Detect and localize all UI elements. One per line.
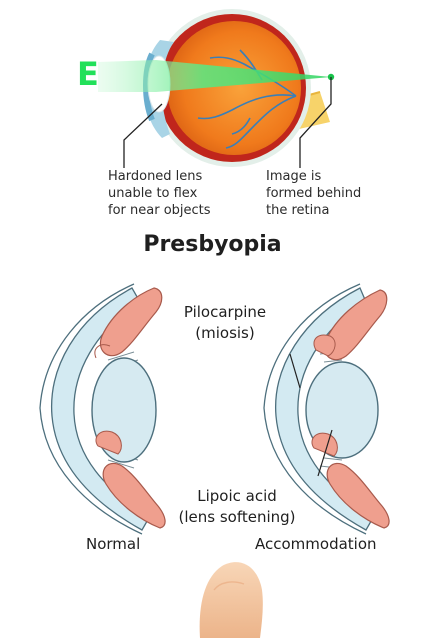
light-beam bbox=[98, 60, 331, 92]
hardened-lens-label-line-1: Hardoned lens bbox=[108, 169, 203, 184]
normal-cornea bbox=[50, 287, 151, 531]
image-behind-retina-label: Image is formed behind the retina bbox=[266, 168, 361, 219]
lipoic-acid-mechanism: (lens softening) bbox=[178, 508, 296, 526]
fingernail-edge bbox=[213, 581, 245, 591]
accommodation-ciliary-muscle-lower bbox=[326, 462, 390, 529]
retinal-vessels bbox=[197, 49, 297, 149]
image-label-line-3: the retina bbox=[266, 203, 330, 218]
page-title: Presbyopia bbox=[143, 232, 282, 257]
lipoic-acid-label: Lipoic acid (lens softening) bbox=[172, 486, 302, 528]
accommodation-iris-upper bbox=[313, 334, 336, 357]
image-label-line-2: formed behind bbox=[266, 186, 362, 201]
accommodation-ciliary-muscle-upper bbox=[323, 289, 388, 361]
normal-cornea-outer-lower bbox=[39, 407, 143, 535]
hardened-lens-label: Hardoned lens unable to flex for near ob… bbox=[108, 168, 211, 219]
normal-ciliary-muscle-lower bbox=[102, 462, 166, 529]
vitreous-body bbox=[167, 21, 301, 155]
normal-iris-lower bbox=[95, 430, 122, 455]
hardened-lens-label-line-2: unable to flex bbox=[108, 186, 198, 201]
lipoic-acid-pointer bbox=[317, 429, 333, 477]
lens-pointer-line bbox=[123, 103, 163, 168]
image-pointer-line bbox=[299, 77, 332, 168]
accommodation-cornea-outer-lower bbox=[263, 407, 367, 535]
eye-chart-letter-text: E bbox=[77, 55, 99, 93]
accommodation-cornea bbox=[275, 287, 375, 531]
accommodation-caption: Accommodation bbox=[255, 535, 377, 553]
fingertip bbox=[199, 562, 263, 638]
pilocarpine-name: Pilocarpine bbox=[183, 303, 267, 321]
pilocarpine-pointer bbox=[289, 353, 301, 389]
accommodation-iris-lower bbox=[311, 432, 338, 457]
accommodation-eye-diagram bbox=[263, 283, 390, 535]
normal-eye-diagram bbox=[39, 283, 166, 535]
pilocarpine-mechanism: (miosis) bbox=[195, 324, 255, 342]
normal-cornea-outer bbox=[39, 283, 135, 409]
normal-ciliary-muscle-upper bbox=[99, 287, 163, 357]
pilocarpine-label: Pilocarpine (miosis) bbox=[170, 302, 280, 344]
hardened-lens-label-line-3: for near objects bbox=[108, 203, 211, 218]
image-label-line-1: Image is bbox=[266, 169, 322, 184]
accommodation-cornea-outer bbox=[263, 283, 361, 409]
eye-chart-letter: E bbox=[77, 56, 99, 92]
normal-caption: Normal bbox=[86, 535, 141, 553]
lipoic-acid-name: Lipoic acid bbox=[197, 487, 277, 505]
